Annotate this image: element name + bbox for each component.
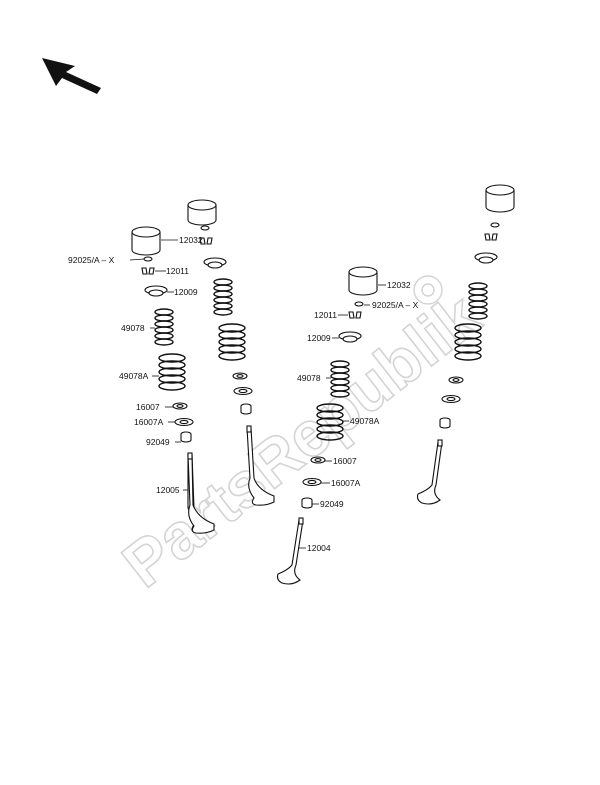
retainer-12009-middle — [338, 331, 362, 343]
tappet-12032-left — [131, 226, 161, 256]
tappet-second — [187, 199, 217, 226]
label-49078A-middle: 49078A — [350, 416, 380, 426]
label-92025-middle: 92025/A – X — [372, 300, 419, 310]
middle-valve-assembly — [276, 266, 386, 585]
valve-second — [246, 425, 275, 506]
label-12005: 12005 — [156, 485, 180, 495]
label-16007-middle: 16007 — [333, 456, 357, 466]
label-49078A-left: 49078A — [119, 371, 149, 381]
valve-12005-exhaust — [187, 452, 216, 534]
stem-seal-92049-left — [180, 431, 192, 443]
label-16007A-left: 16007A — [134, 417, 164, 427]
retainer-12009-left — [144, 285, 168, 297]
label-92049-middle: 92049 — [320, 499, 344, 509]
cotter-12011-left — [141, 267, 155, 275]
shim-92025-middle — [354, 301, 364, 307]
label-12011-middle: 12011 — [314, 310, 337, 320]
front-direction-arrow-icon — [42, 58, 101, 94]
label-12032-middle: 12032 — [387, 280, 411, 290]
right-valve-assembly — [416, 184, 515, 505]
label-92049-left: 92049 — [146, 437, 170, 447]
cotter-12011-middle — [348, 311, 362, 319]
spring-outer-right — [454, 323, 482, 361]
label-92025-left: 92025/A – X — [68, 255, 115, 265]
spring-49078-middle — [330, 360, 350, 398]
seat-16007-middle — [310, 456, 326, 464]
valve-12004-intake — [276, 517, 304, 585]
spring-inner-second — [213, 278, 233, 316]
left-valve-assembly — [129, 226, 216, 534]
tappet-12032-middle — [348, 266, 378, 296]
spring-inner-right — [468, 282, 488, 320]
seat-16007A-left — [174, 417, 194, 427]
spring-49078-left — [154, 308, 174, 346]
spring-49078A-middle — [316, 403, 344, 441]
label-12009-middle: 12009 — [307, 333, 331, 343]
seat-16007-left — [172, 402, 188, 410]
gear-watermark-icon — [413, 275, 443, 305]
label-12032-left: 12032 — [179, 235, 203, 245]
label-16007-left: 16007 — [136, 402, 160, 412]
label-49078-left: 49078 — [121, 323, 145, 333]
label-49078-middle: 49078 — [297, 373, 321, 383]
shim-92025-left — [143, 256, 153, 262]
spring-outer-second — [218, 323, 246, 361]
spring-49078A-left — [158, 353, 186, 391]
valve-right — [416, 439, 443, 505]
label-12011-left: 12011 — [166, 266, 189, 276]
tappet-right — [485, 184, 515, 213]
label-16007A-middle: 16007A — [331, 478, 361, 488]
label-12009-left: 12009 — [174, 287, 198, 297]
second-valve-assembly — [187, 199, 275, 506]
stem-seal-92049-middle — [301, 497, 313, 509]
seat-16007A-middle — [302, 477, 322, 487]
label-12004: 12004 — [307, 543, 331, 553]
